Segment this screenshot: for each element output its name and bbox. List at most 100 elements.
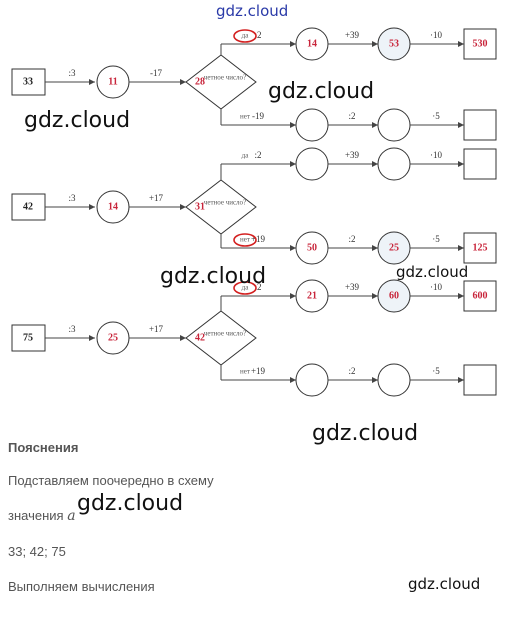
row1-yes-value-1: 14 xyxy=(307,38,317,49)
row1-no-op3: ·5 xyxy=(432,111,440,121)
row3-yes-op3: ·10 xyxy=(430,282,442,292)
row2-arrow-1-head xyxy=(89,204,95,210)
row1-value-1: 11 xyxy=(108,76,117,87)
row1-no-circle-1 xyxy=(295,108,329,142)
row1-yes-arrow-2-head xyxy=(372,41,378,47)
row2-answer-highlight xyxy=(233,233,257,247)
row2-value-1: 14 xyxy=(108,201,118,212)
row1-start-value: 33 xyxy=(23,76,33,87)
row3-no-arrow-2-head xyxy=(372,377,378,383)
row1-yes-op1: :2 xyxy=(254,30,261,40)
row1-yes-label: да xyxy=(242,32,250,40)
row2-op2: +17 xyxy=(149,193,164,203)
row2-yes-label: да xyxy=(242,152,250,160)
row3-arrow-1-head xyxy=(89,335,95,341)
row2-yes-arrow-3-head xyxy=(458,161,464,167)
row1-no-op1: -19 xyxy=(252,111,264,121)
row2-yes-arrow-2-head xyxy=(372,161,378,167)
row2-yes-op3: ·10 xyxy=(430,150,442,160)
row3-yes-result-box xyxy=(463,280,497,312)
row3-no-circle-2 xyxy=(377,363,411,397)
row2-yes-circle-1 xyxy=(295,147,329,181)
row1-arrow-1-head xyxy=(89,79,95,85)
row3-question: четное число? xyxy=(204,330,246,338)
explanation-values: 33; 42; 75 xyxy=(8,544,66,559)
explanation-title: Пояснения xyxy=(8,440,79,455)
row3-yes-arrow-3-head xyxy=(458,293,464,299)
watermark: gdz.cloud xyxy=(268,79,375,104)
row3-no-op1: +19 xyxy=(251,366,266,376)
row1-decision-diamond xyxy=(185,54,257,110)
row2-no-op2: :2 xyxy=(348,234,355,244)
row3-no-arrow-3-head xyxy=(458,377,464,383)
row2-arrow-2-head xyxy=(180,204,186,210)
row3-yes-result-value: 600 xyxy=(473,290,488,301)
row3-yes-value-1: 21 xyxy=(307,290,317,301)
watermark-top: gdz.cloud xyxy=(216,2,289,20)
row1-yes-arrow-3-head xyxy=(458,41,464,47)
row3-no-circle-1 xyxy=(295,363,329,397)
row2-question: четное число? xyxy=(204,199,246,207)
row3-arrow-2-head xyxy=(180,335,186,341)
explanation-line-4: Выполняем вычисления xyxy=(8,579,155,594)
row3-value-1: 25 xyxy=(108,332,118,343)
row3-op1: :3 xyxy=(68,324,76,334)
row2-yes-circle-2 xyxy=(377,147,411,181)
row1-no-result-box xyxy=(463,109,497,141)
explanation-line-2: значения a xyxy=(8,508,498,524)
watermark: gdz.cloud xyxy=(24,108,131,133)
row2-no-op1: +19 xyxy=(251,234,266,244)
row3-no-op3: ·5 xyxy=(432,366,440,376)
row1-no-label: нет xyxy=(240,113,250,121)
row3-yes-value-2: 60 xyxy=(389,290,399,301)
row2-start-value: 42 xyxy=(23,201,33,212)
row3-no-op2: :2 xyxy=(348,366,355,376)
row2-no-arrow-3-head xyxy=(458,245,464,251)
watermark: gdz.cloud xyxy=(396,263,469,281)
row3-yes-label: да xyxy=(242,284,250,292)
row1-yes-op3: ·10 xyxy=(430,30,442,40)
row1-yes-result-value: 530 xyxy=(473,38,488,49)
watermark: gdz.cloud xyxy=(312,421,419,446)
row2-yes-result-box xyxy=(463,148,497,180)
explanation-line-2-text: значения xyxy=(8,508,64,523)
row2-no-result-box xyxy=(463,232,497,264)
row2-yes-arrow-1-head xyxy=(290,161,296,167)
row2-no-value-1: 50 xyxy=(307,242,317,253)
row2-no-result-value: 125 xyxy=(473,242,488,253)
row3-yes-arrow-1-head xyxy=(290,293,296,299)
row1-yes-arrow-1-head xyxy=(290,41,296,47)
row1-op1: :3 xyxy=(68,68,76,78)
row2-no-arrow-1-head xyxy=(290,245,296,251)
row3-yes-op2: +39 xyxy=(345,282,360,292)
row2-op1: :3 xyxy=(68,193,76,203)
row3-no-label: нет xyxy=(240,368,250,376)
row1-op2: -17 xyxy=(150,68,162,78)
row2-yes-op1: :2 xyxy=(254,150,261,160)
row3-no-arrow-1-head xyxy=(290,377,296,383)
row1-yes-op2: +39 xyxy=(345,30,360,40)
row2-start-box xyxy=(11,193,46,221)
row1-answer-highlight xyxy=(233,29,257,43)
explanation-section: Пояснения Подставляем поочередно в схему… xyxy=(8,440,498,614)
row1-question: четное число? xyxy=(204,74,246,82)
row1-no-arrow-3-head xyxy=(458,122,464,128)
watermark: gdz.cloud xyxy=(408,575,481,593)
watermark: gdz.cloud xyxy=(77,491,184,516)
row3-yes-op1: :2 xyxy=(254,282,261,292)
row2-value-2: 31 xyxy=(195,201,205,212)
row3-value-2: 42 xyxy=(195,332,205,343)
row1-yes-result-box xyxy=(463,28,497,60)
row1-no-op2: :2 xyxy=(348,111,355,121)
row2-no-value-2: 25 xyxy=(389,242,399,253)
variable-a: a xyxy=(67,508,76,524)
row3-answer-highlight xyxy=(233,281,257,295)
row2-yes-op2: +39 xyxy=(345,150,360,160)
row3-start-value: 75 xyxy=(23,332,33,343)
row3-decision-diamond xyxy=(185,310,257,366)
row1-arrow-2-head xyxy=(180,79,186,85)
row2-no-arrow-2-head xyxy=(372,245,378,251)
row1-yes-value-2: 53 xyxy=(389,38,399,49)
row2-decision-diamond xyxy=(185,179,257,235)
